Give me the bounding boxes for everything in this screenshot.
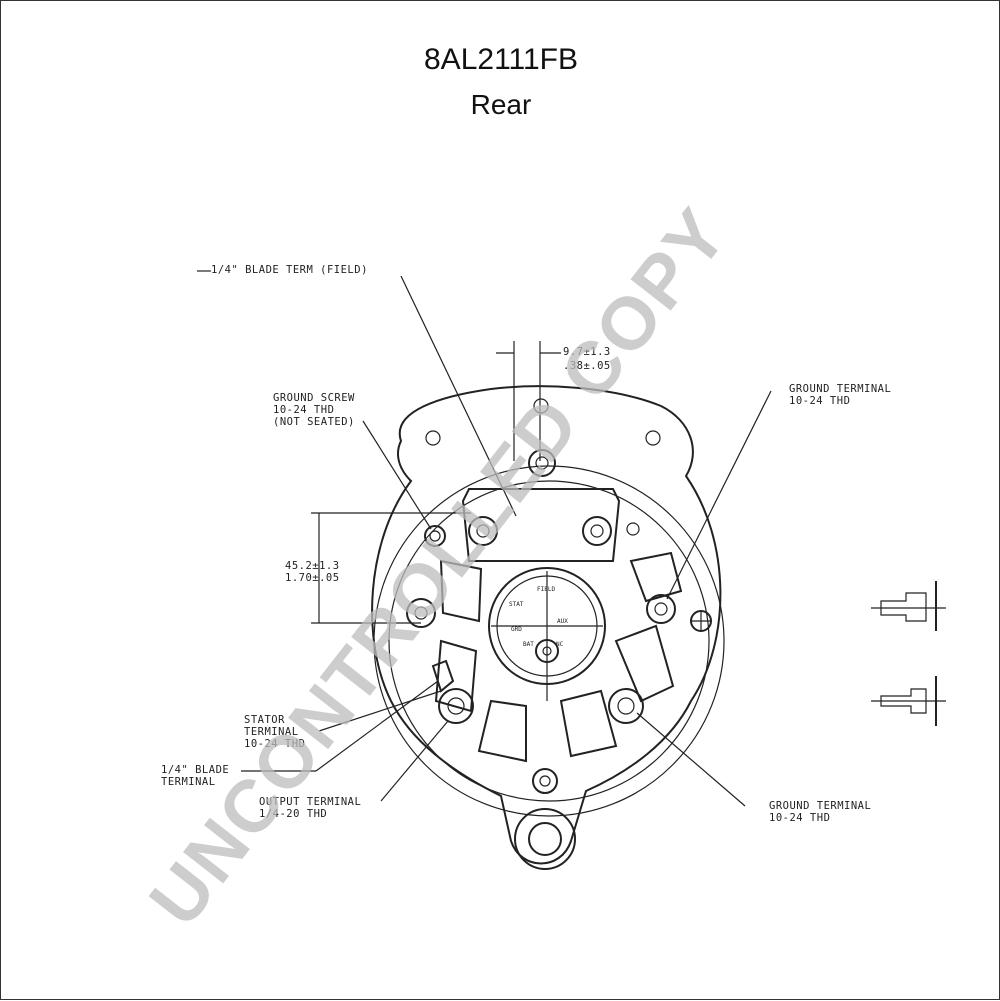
callout-labels: 1/4" BLADE TERM (FIELD) 9.7±1.3 .38±.05 … [161, 264, 891, 824]
housing-outline [371, 385, 725, 865]
leader-lines [197, 270, 772, 807]
hub-label-aux: AUX [557, 618, 568, 625]
hub-label-field: FIELD [537, 586, 555, 593]
label-blade-terminal-2: TERMINAL [161, 776, 216, 788]
hub-label-ground: GRD [511, 626, 522, 633]
side-view-studs [871, 581, 946, 726]
terminals [406, 594, 712, 724]
label-ground-screw-1: GROUND SCREW [273, 392, 355, 404]
label-ground-terminal-lower-1: GROUND TERMINAL [769, 800, 871, 812]
mounting-holes [425, 398, 661, 870]
label-dim-left-2: 1.70±.05 [285, 572, 340, 584]
hub-label-nc: NC [556, 641, 564, 648]
label-ground-screw-2: 10-24 THD [273, 404, 334, 416]
terminal-hub: FIELD STAT GRD BAT AUX NC [488, 567, 606, 701]
hub-label-stator: STAT [509, 601, 524, 608]
label-ground-terminal-lower-2: 10-24 THD [769, 812, 830, 824]
label-ground-terminal-upper-2: 10-24 THD [789, 395, 850, 407]
hub-label-bat: BAT [523, 641, 534, 648]
label-output-1: OUTPUT TERMINAL [259, 796, 361, 808]
label-stator-1: STATOR [244, 714, 285, 726]
label-stator-3: 10-24 THD [244, 738, 305, 750]
label-ground-screw-3: (NOT SEATED) [273, 416, 355, 428]
label-dim-left-1: 45.2±1.3 [285, 560, 340, 572]
label-dim-top-1: 9.7±1.3 [563, 346, 611, 358]
label-stator-2: TERMINAL [244, 726, 299, 738]
label-blade-terminal-1: 1/4" BLADE [161, 764, 229, 776]
vent-slots [434, 551, 683, 763]
label-blade-field: 1/4" BLADE TERM (FIELD) [211, 264, 368, 276]
part-number-title: 8AL2111FB [424, 43, 578, 76]
label-output-2: 1/4-20 THD [259, 808, 327, 820]
label-dim-top-2: .38±.05 [563, 360, 611, 372]
regulator-plate [424, 488, 640, 562]
label-ground-terminal-upper-1: GROUND TERMINAL [789, 383, 891, 395]
view-subtitle: Rear [470, 89, 532, 120]
watermark: UNCONTROLLED COPY [133, 192, 743, 940]
